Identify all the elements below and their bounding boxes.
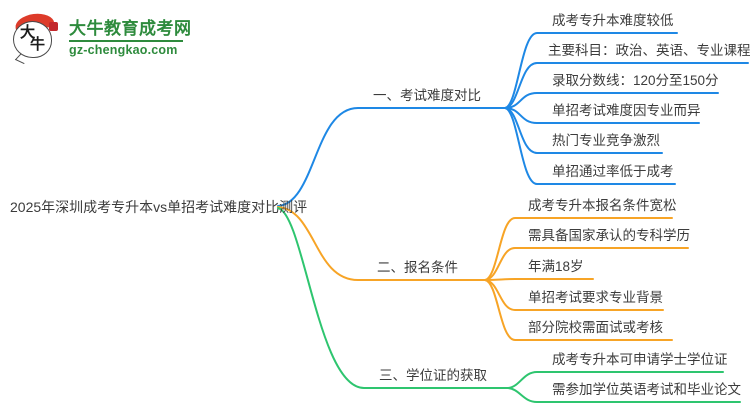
branch-1-leaf-2-line bbox=[504, 62, 749, 109]
logo-char-niu: 牛 bbox=[30, 36, 46, 53]
branch-1-leaf-6-line bbox=[504, 107, 676, 185]
root-node: 2025年深圳成考专升本vs单招考试难度对比测评 bbox=[10, 199, 308, 215]
branch-1-leaf-1-line bbox=[504, 32, 678, 109]
logo-speech-bubble bbox=[13, 21, 52, 58]
branch-3-leaf-1-line bbox=[507, 371, 724, 389]
branch-1-leaf-2: 主要科目：政治、英语、专业课程 bbox=[548, 43, 750, 58]
branch-2-leaf-3: 年满18岁 bbox=[528, 259, 584, 274]
logo-site-domain: gz-chengkao.com bbox=[69, 43, 178, 57]
branch-1-leaf-5-line bbox=[504, 107, 663, 154]
branch-1-leaf-4-line bbox=[504, 107, 700, 124]
site-logo: 大 牛 大牛教育成考网 gz-chengkao.com bbox=[12, 11, 192, 64]
branch-2-main-line bbox=[277, 206, 486, 281]
branch-3-label: 三、学位证的获取 bbox=[379, 368, 487, 383]
branch-2-leaf-3-line bbox=[484, 278, 594, 281]
branch-2-label: 二、报名条件 bbox=[377, 260, 458, 275]
branch-1-main-line bbox=[277, 107, 506, 207]
branch-2-lines bbox=[277, 206, 689, 341]
logo-text-block: 大牛教育成考网 gz-chengkao.com bbox=[69, 13, 192, 57]
branch-3-leaf-2: 需参加学位英语考试和毕业论文 bbox=[552, 382, 741, 397]
branch-2-leaf-5-line bbox=[484, 279, 673, 341]
branch-2-leaf-4: 单招考试要求专业背景 bbox=[528, 290, 663, 305]
branch-2-leaf-2-line bbox=[484, 247, 689, 281]
logo-char-da: 大 bbox=[20, 24, 36, 41]
branch-1-leaf-1: 成考专升本难度较低 bbox=[552, 13, 674, 28]
logo-site-title: 大牛教育成考网 bbox=[69, 19, 192, 38]
logo-red-seal-icon bbox=[49, 22, 58, 31]
branch-3-leaf-2-line bbox=[507, 387, 741, 403]
branch-1-leaf-4: 单招考试难度因专业而异 bbox=[552, 103, 701, 118]
branch-2-leaf-1-line bbox=[484, 217, 673, 281]
branch-1-lines bbox=[277, 32, 749, 207]
branch-3-leaf-1: 成考专升本可申请学士学位证 bbox=[552, 352, 728, 367]
branch-2-leaf-5: 部分院校需面试或考核 bbox=[528, 320, 663, 335]
logo-divider bbox=[69, 40, 183, 42]
branch-1-leaf-3: 录取分数线：120分至150分 bbox=[552, 73, 719, 88]
branch-1-label: 一、考试难度对比 bbox=[373, 88, 481, 103]
daniu-ox-speech-bubble-icon: 大 牛 bbox=[12, 11, 60, 64]
branch-2-leaf-1: 成考专升本报名条件宽松 bbox=[528, 198, 677, 213]
branch-1-leaf-6: 单招通过率低于成考 bbox=[552, 164, 674, 179]
branch-1-leaf-5: 热门专业竞争激烈 bbox=[552, 133, 660, 148]
branch-2-leaf-2: 需具备国家承认的专科学历 bbox=[528, 228, 690, 243]
branch-3-main-line bbox=[277, 207, 509, 389]
branch-3-lines bbox=[277, 207, 741, 403]
